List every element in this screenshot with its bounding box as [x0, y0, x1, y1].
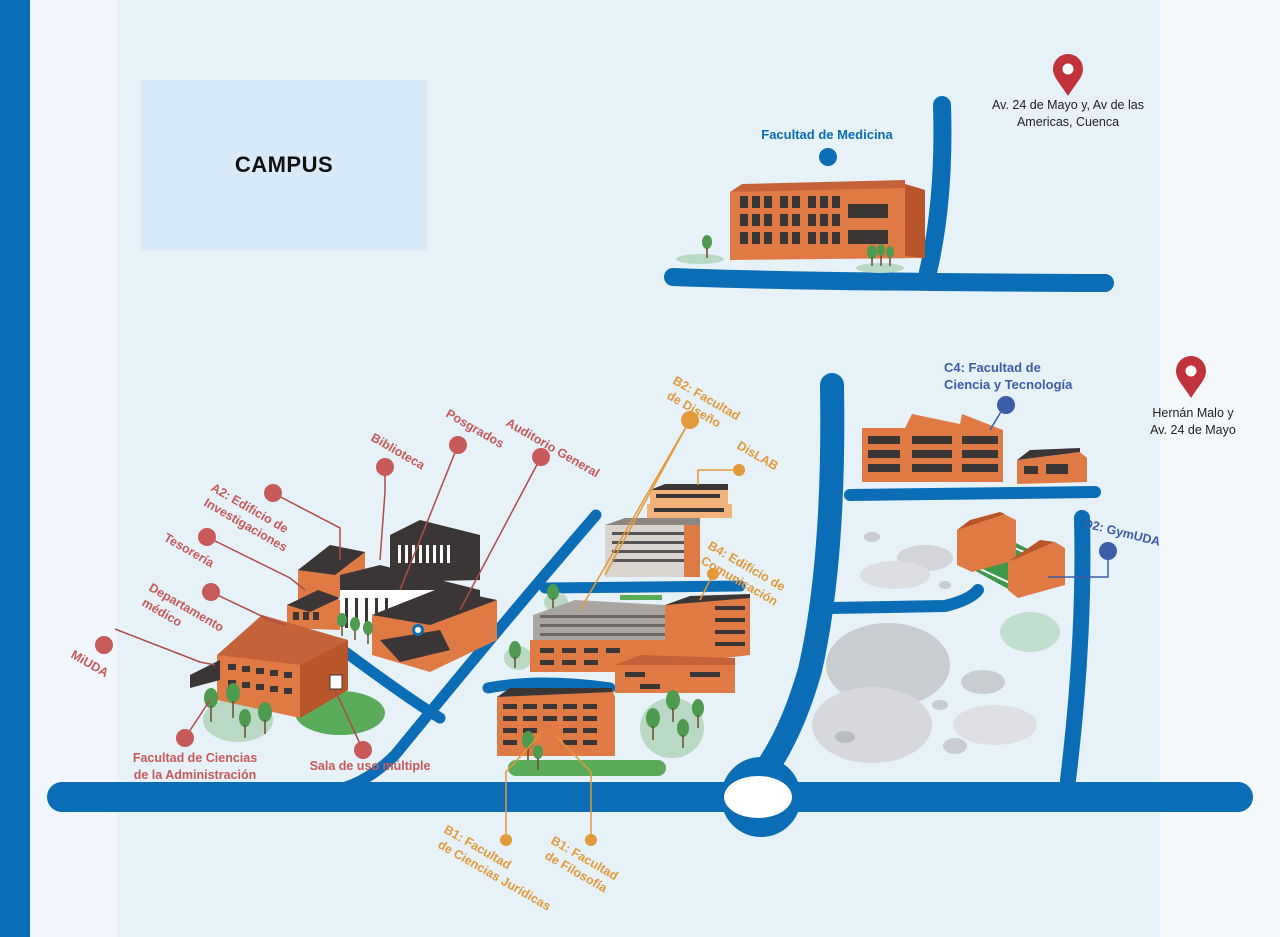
c4-marker[interactable] [997, 396, 1015, 414]
label-c4-line1[interactable]: C4: Facultad de [944, 360, 1041, 375]
address-hernan-line1: Hernán Malo y [1152, 406, 1234, 420]
depto-medico-marker[interactable] [202, 583, 220, 601]
address-hernan-line2: Av. 24 de Mayo [1150, 423, 1236, 437]
b1-building [497, 688, 615, 756]
lower-connector-road [482, 677, 616, 694]
label-fca-line1[interactable]: Facultad de Ciencias [133, 751, 257, 765]
fca-building [190, 615, 348, 718]
marker-dots [95, 148, 1117, 846]
b2-building [605, 518, 700, 577]
b1-juridicas-marker[interactable] [500, 834, 512, 846]
posgrados-marker[interactable] [449, 436, 467, 454]
auditorio-marker[interactable] [532, 448, 550, 466]
left-side-band [0, 0, 30, 937]
b2-marker[interactable] [681, 411, 699, 429]
diagonal-road [314, 509, 602, 798]
address-medicina-line1: Av. 24 de Mayo y, Av de las [992, 98, 1144, 112]
label-fca-line2[interactable]: de la Administración [134, 768, 256, 782]
medicina-marker[interactable] [819, 148, 837, 166]
central-road [746, 373, 845, 792]
campus-title-box: CAMPUS [141, 80, 427, 250]
address-medicina-line2: Americas, Cuenca [1017, 115, 1119, 129]
label-sala[interactable]: Sala de uso múltiple [310, 759, 431, 773]
c4-building [862, 414, 1087, 484]
b4-building [530, 594, 750, 693]
label-medicina[interactable]: Facultad de Medicina [761, 127, 893, 142]
location-pin-icon[interactable] [1053, 54, 1083, 96]
campus-title: CAMPUS [234, 152, 334, 177]
biblioteca-marker[interactable] [376, 458, 394, 476]
medicina-building [730, 180, 925, 260]
road-network [47, 96, 1253, 812]
roundabout-center [724, 776, 792, 818]
address-hernan: Hernán Malo y Av. 24 de Mayo [1150, 406, 1236, 437]
sala-marker[interactable] [354, 741, 372, 759]
east-road [1060, 510, 1091, 788]
b1-filosofia-marker[interactable] [585, 834, 597, 846]
fca-marker[interactable] [176, 729, 194, 747]
left-margin-panel [30, 0, 118, 937]
tesoreria-marker[interactable] [198, 528, 216, 546]
b4-marker[interactable] [707, 568, 719, 580]
medicina-access-road [919, 96, 952, 281]
d2-marker[interactable] [1099, 542, 1117, 560]
dislab-marker[interactable] [733, 464, 745, 476]
c4-road [844, 486, 1101, 501]
inner-loop-road [334, 642, 446, 724]
rock-garden [812, 532, 1060, 763]
dislab-building [647, 484, 732, 518]
a2-marker[interactable] [264, 484, 282, 502]
label-c4-line2[interactable]: Ciencia y Tecnología [944, 377, 1073, 392]
location-pin-icon[interactable] [1176, 356, 1206, 398]
gym-building [957, 512, 1065, 598]
miuda-marker[interactable] [95, 636, 113, 654]
address-medicina: Av. 24 de Mayo y, Av de las Americas, Cu… [992, 98, 1144, 129]
a-cluster-buildings [287, 520, 497, 672]
middle-road [539, 580, 746, 594]
leader-lines [114, 404, 1109, 840]
medicina-road [664, 268, 1114, 292]
gym-road [824, 584, 984, 614]
